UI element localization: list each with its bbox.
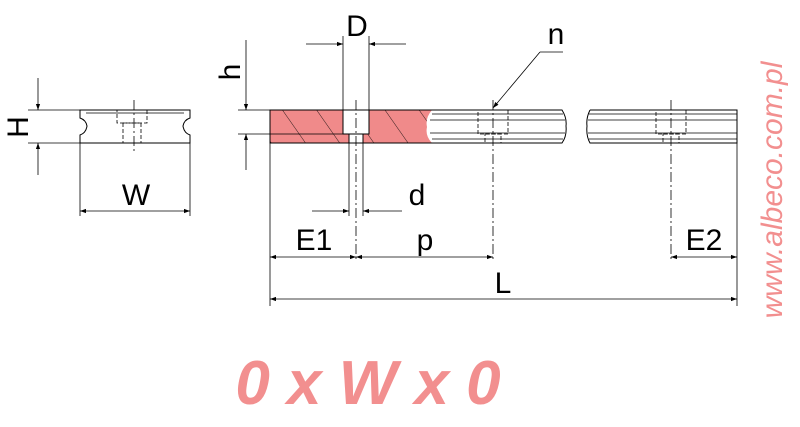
product-size-title: 0 x W x 0 <box>235 349 500 418</box>
dim-label-W: W <box>122 179 151 212</box>
dim-label-D: D <box>346 10 368 43</box>
rail-segment-break-left <box>432 109 567 144</box>
side-view: h D n d E1 p E2 L <box>214 10 738 306</box>
cross-section-view: H W <box>2 78 191 216</box>
counterbore-hidden <box>116 109 148 124</box>
dim-label-p: p <box>417 224 434 257</box>
rail-outline-right-segment <box>586 109 738 144</box>
dim-label-d: d <box>409 179 426 212</box>
n-leader-arrow <box>492 51 541 109</box>
dim-label-E1: E1 <box>296 224 333 257</box>
dim-label-H: H <box>2 116 35 138</box>
rail-profile-outline <box>79 109 191 144</box>
dim-label-L: L <box>495 267 512 300</box>
bolt-hole-hidden <box>122 122 142 144</box>
dim-label-h: h <box>214 64 247 81</box>
rail-outline-left-segment <box>269 109 432 144</box>
dim-label-E2: E2 <box>686 224 723 257</box>
dim-label-n: n <box>548 18 565 51</box>
watermark-url: www.albeco.com.pl <box>756 60 789 318</box>
